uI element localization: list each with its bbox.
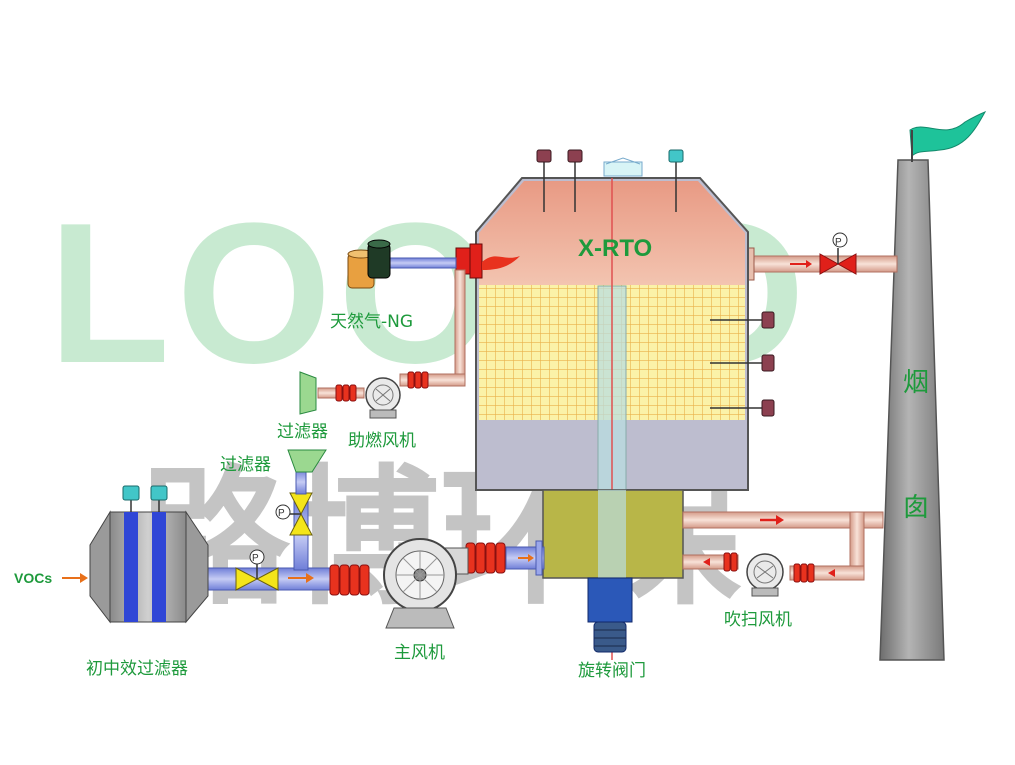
- valve-box: [542, 489, 684, 653]
- vocs-inlet-label: VOCs: [14, 570, 53, 586]
- rotary-valve-motor: [587, 577, 633, 653]
- purge-fan-label: 吹扫风机: [724, 610, 792, 630]
- natural-gas-supply: [347, 239, 457, 289]
- burner-fan-label: 助燃风机: [348, 431, 416, 451]
- pressure-gauge-label: P: [278, 508, 285, 519]
- chimney-label-2: 囱: [903, 493, 930, 523]
- inlet-line: P P: [207, 449, 545, 629]
- rto-reactor: [455, 149, 775, 660]
- filter-lower-label: 过滤器: [220, 455, 271, 475]
- reactor-label: X-RTO: [578, 235, 653, 262]
- chimney: [879, 111, 987, 661]
- pressure-gauge-label: P: [252, 553, 259, 564]
- flag-icon: [909, 111, 987, 158]
- filter-upper-label: 过滤器: [277, 422, 328, 442]
- filter-lower-icon: [287, 449, 327, 473]
- exhaust-pipe: P: [745, 232, 898, 281]
- natural-gas-label: 天然气-NG: [330, 312, 414, 332]
- burner-fan: [365, 377, 401, 419]
- main-fan-label: 主风机: [394, 643, 445, 663]
- purge-circuit: [682, 511, 884, 597]
- main-fan: [383, 538, 469, 629]
- purge-fan: [746, 553, 784, 597]
- flame-icon: [482, 256, 520, 270]
- filter-upper-icon: [299, 371, 317, 415]
- rotary-valve-label: 旋转阀门: [578, 661, 646, 681]
- pressure-gauge-label: P: [835, 237, 842, 248]
- chimney-label-1: 烟: [903, 368, 930, 398]
- primary-filter: [62, 485, 209, 624]
- primary-filter-label: 初中效过滤器: [86, 659, 188, 679]
- burner-air-line: [299, 269, 466, 419]
